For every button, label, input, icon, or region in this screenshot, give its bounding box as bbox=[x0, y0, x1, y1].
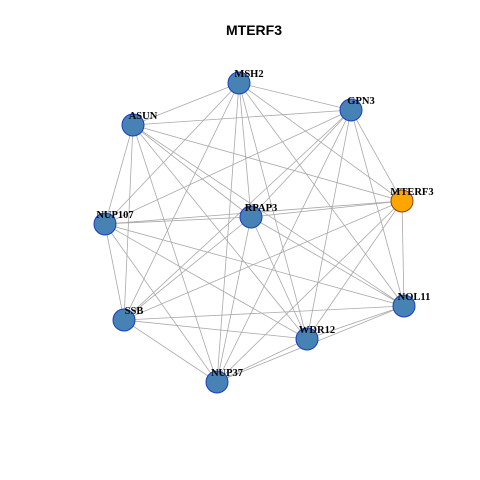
node-label-gpn3: GPN3 bbox=[347, 96, 374, 107]
node-label-nup37: NUP37 bbox=[211, 368, 243, 379]
edge-gpn3-asun bbox=[132, 109, 352, 126]
edge-rpap3-nup37 bbox=[216, 216, 252, 383]
node-rpap3[interactable] bbox=[239, 205, 263, 229]
node-label-nup107: NUP107 bbox=[96, 210, 133, 221]
edge-wdr12-nup37 bbox=[216, 338, 308, 383]
edge-asun-wdr12 bbox=[132, 124, 308, 340]
edge-ssb-wdr12 bbox=[123, 319, 308, 340]
edge-nup107-ssb bbox=[104, 223, 125, 321]
edge-rpap3-wdr12 bbox=[250, 216, 308, 340]
edge-gpn3-nup37 bbox=[216, 109, 352, 383]
edge-gpn3-nol11 bbox=[350, 109, 405, 307]
edge-mterf3-nup37 bbox=[216, 200, 403, 383]
edge-gpn3-rpap3 bbox=[250, 109, 352, 218]
node-nup107[interactable] bbox=[93, 212, 117, 236]
edge-msh2-gpn3 bbox=[238, 82, 352, 111]
node-mterf3[interactable] bbox=[390, 189, 414, 213]
edge-nup107-nup37 bbox=[104, 223, 218, 383]
edge-asun-nup37 bbox=[132, 124, 218, 383]
edge-gpn3-mterf3 bbox=[350, 109, 403, 202]
edge-msh2-nol11 bbox=[238, 82, 405, 307]
edge-mterf3-ssb bbox=[123, 200, 403, 321]
node-label-msh2: MSH2 bbox=[234, 69, 263, 80]
node-nup37[interactable] bbox=[205, 370, 229, 394]
edge-asun-nup107 bbox=[104, 124, 134, 225]
node-label-asun: ASUN bbox=[129, 111, 158, 122]
node-label-ssb: SSB bbox=[125, 306, 144, 317]
edge-msh2-ssb bbox=[123, 82, 240, 321]
node-asun[interactable] bbox=[121, 113, 145, 137]
edge-gpn3-nup107 bbox=[104, 109, 352, 225]
node-layer bbox=[93, 71, 416, 394]
node-wdr12[interactable] bbox=[295, 327, 319, 351]
node-label-mterf3: MTERF3 bbox=[390, 187, 433, 198]
edge-msh2-nup37 bbox=[216, 82, 240, 383]
edge-mterf3-wdr12 bbox=[306, 200, 403, 340]
edge-gpn3-wdr12 bbox=[306, 109, 352, 340]
edge-nup107-wdr12 bbox=[104, 223, 308, 340]
edge-nup107-rpap3 bbox=[104, 216, 252, 225]
diagram-title: MTERF3 bbox=[226, 22, 282, 38]
edge-ssb-nup37 bbox=[123, 319, 218, 383]
edge-msh2-rpap3 bbox=[238, 82, 252, 218]
edge-nol11-wdr12 bbox=[306, 305, 405, 340]
edge-mterf3-rpap3 bbox=[250, 200, 403, 218]
edge-msh2-mterf3 bbox=[238, 82, 403, 202]
edge-gpn3-ssb bbox=[123, 109, 352, 321]
node-gpn3[interactable] bbox=[339, 98, 363, 122]
edge-mterf3-nol11 bbox=[401, 200, 405, 307]
node-msh2[interactable] bbox=[227, 71, 251, 95]
edge-msh2-asun bbox=[132, 82, 240, 126]
node-ssb[interactable] bbox=[112, 308, 136, 332]
edge-asun-rpap3 bbox=[132, 124, 252, 218]
edge-nol11-ssb bbox=[123, 305, 405, 321]
edge-rpap3-nol11 bbox=[250, 216, 405, 307]
node-label-nol11: NOL11 bbox=[398, 292, 431, 303]
edge-nup107-nol11 bbox=[104, 223, 405, 307]
node-label-wdr12: WDR12 bbox=[299, 325, 335, 336]
edge-rpap3-ssb bbox=[123, 216, 252, 321]
node-nol11[interactable] bbox=[392, 294, 416, 318]
edge-msh2-nup107 bbox=[104, 82, 240, 225]
edge-asun-mterf3 bbox=[132, 124, 403, 202]
node-label-rpap3: RPAP3 bbox=[245, 203, 277, 214]
edge-layer bbox=[104, 82, 405, 383]
